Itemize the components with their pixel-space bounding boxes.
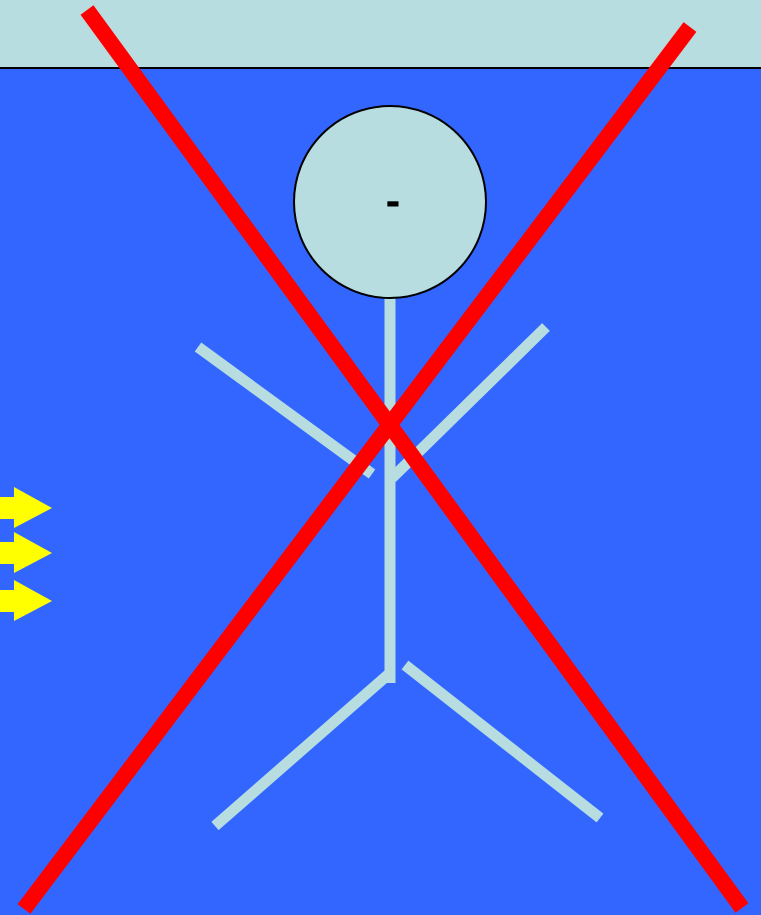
figure-head: - [294,106,486,298]
arrow-group [0,487,52,621]
charge-label: - [386,176,401,225]
